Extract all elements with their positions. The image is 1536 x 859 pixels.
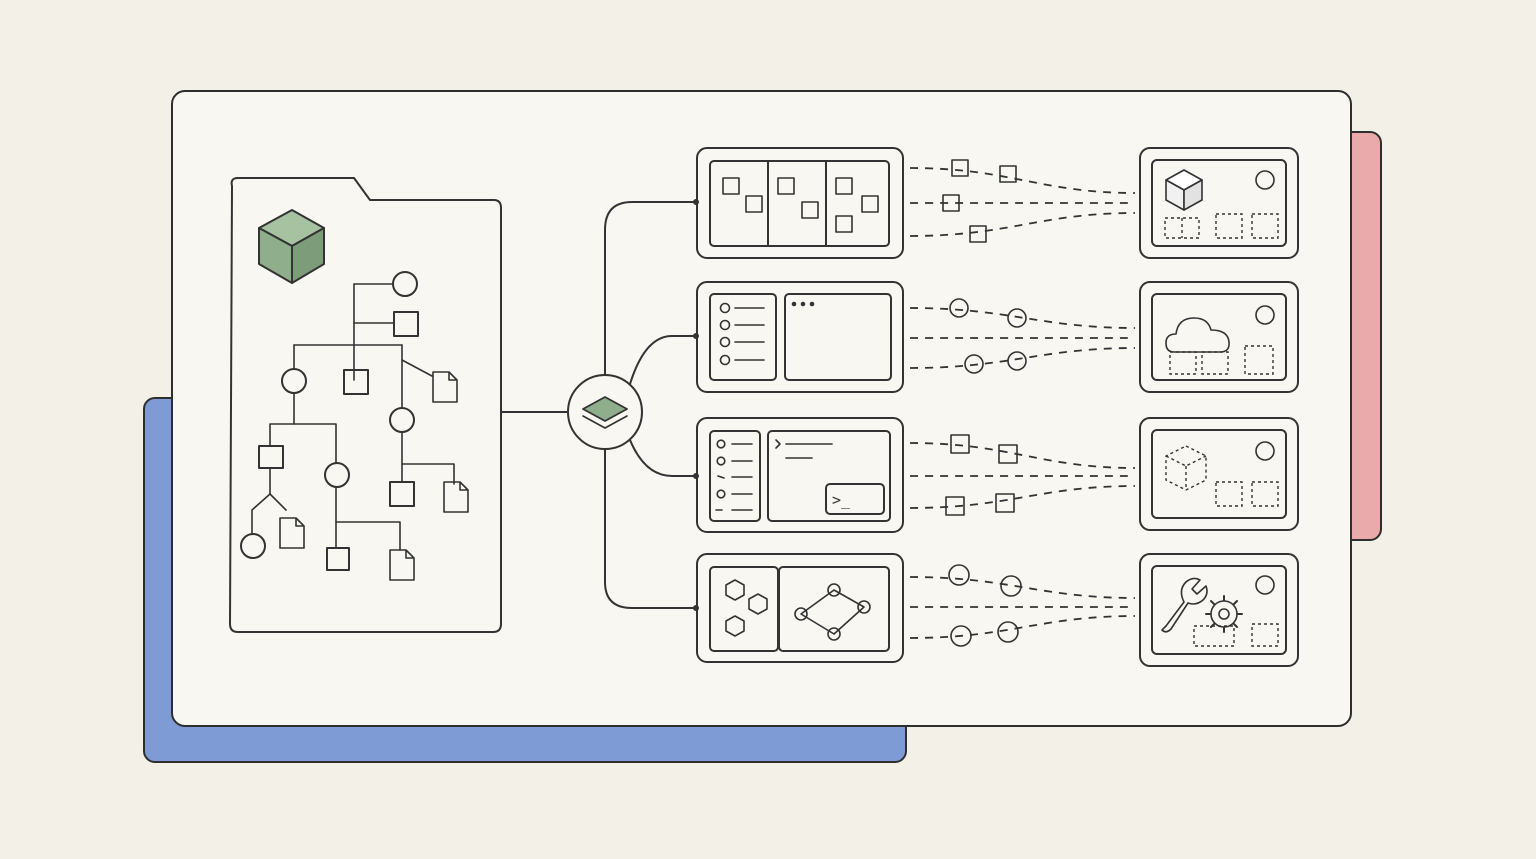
circle-node-icon [392,271,418,297]
target-wireframe-cube [1139,417,1299,531]
square-node-icon [393,311,419,337]
file-icon [389,549,415,581]
target-cube [1139,147,1299,259]
tree-connectors [251,283,455,551]
circle-node-icon [389,407,415,433]
graph-panel [696,553,904,663]
kanban-panel [696,147,904,259]
wrench-gear-icon [1161,577,1243,633]
terminal-prompt: >_ [832,491,851,509]
folder-icon [229,177,502,633]
cube-icon [1165,169,1203,211]
square-node-icon [258,445,284,469]
square-node-icon [389,481,415,507]
flow-lines [909,167,1136,639]
target-cloud [1139,281,1299,393]
circle-node-icon [324,462,350,488]
file-icon [279,517,305,549]
tree-nodes [240,271,419,571]
layers-icon [582,396,628,429]
square-node-icon [343,369,369,395]
wireframe-cube-icon [1165,445,1207,491]
flow-tokens [942,159,1027,647]
cube-icon [258,209,325,284]
terminal-panel: >_ [696,417,904,533]
circle-node-icon [240,533,266,559]
target-tools [1139,553,1299,667]
hub-branches [604,199,699,611]
cloud-icon [1165,317,1230,353]
circle-node-icon [281,368,307,394]
file-icon [432,371,458,403]
file-icon [443,481,469,513]
hub-node [567,374,643,450]
square-node-icon [326,547,350,571]
list-window-panel [696,281,904,393]
tree-files [279,371,469,581]
